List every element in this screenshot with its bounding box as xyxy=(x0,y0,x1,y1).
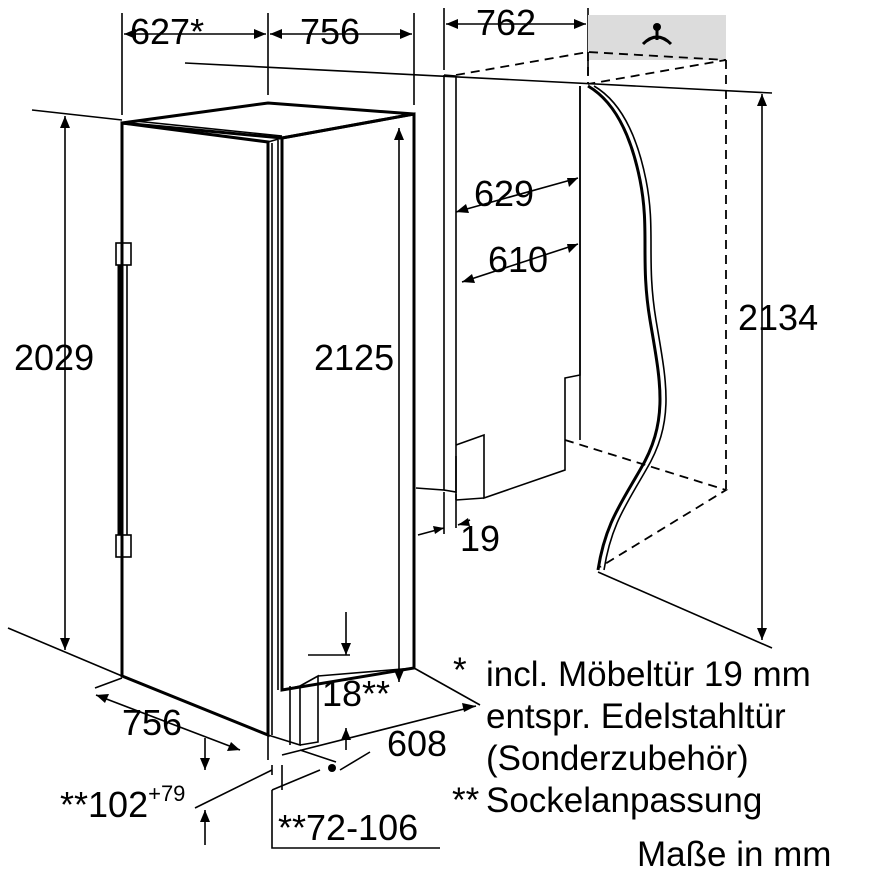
side-wall-arrow xyxy=(417,492,471,536)
plinth-height-arrows xyxy=(194,738,273,845)
fridge-top xyxy=(121,101,415,140)
cabinet-niche xyxy=(415,51,729,568)
power-cable xyxy=(587,84,662,571)
dim-plinth-height: **102+79 xyxy=(60,781,185,825)
bottom-width-arrows xyxy=(7,627,269,760)
vent-gap-arrows xyxy=(308,612,351,750)
legend-note1-line1: incl. Möbeltür 19 mm xyxy=(486,655,811,694)
dim-niche-depth: 762 xyxy=(476,2,536,43)
fridge-door xyxy=(120,121,270,738)
dim-bottom-depth: 608 xyxy=(387,723,447,764)
dim-niche-height: 2134 xyxy=(738,297,818,338)
dim-niche-width-inner: 610 xyxy=(488,239,548,280)
dim-total-height: 2125 xyxy=(314,337,394,378)
legend-note2-marker: ** xyxy=(452,781,480,820)
dim-plinth-range: **72-106 xyxy=(278,807,418,848)
fridge-side xyxy=(280,112,416,692)
niche-height-arrow xyxy=(597,94,773,649)
fridge-body xyxy=(120,101,416,747)
niche-width-arrows xyxy=(455,177,579,283)
dim-side-wall: 19 xyxy=(460,518,500,559)
legend-note1-line2: entspr. Edelstahltür xyxy=(486,697,786,736)
door-handle xyxy=(115,242,132,558)
legend-note1-marker: * xyxy=(453,651,467,690)
legend-note2-text: Sockelanpassung xyxy=(486,781,762,820)
dim-vent-gap: 18** xyxy=(322,673,390,714)
plinth-range-bracket xyxy=(271,765,440,849)
wall-mount-symbol-icon xyxy=(641,23,673,46)
dim-top-width: 756 xyxy=(300,11,360,52)
fridge-height-arrow xyxy=(31,109,123,650)
dim-fridge-height: 2029 xyxy=(14,337,94,378)
legend-note1-line3: (Sonderzubehör) xyxy=(486,739,749,778)
dim-top-depth-door: 627* xyxy=(130,11,204,52)
legend: * incl. Möbeltür 19 mm entspr. Edelstahl… xyxy=(452,651,831,874)
dim-niche-width-outer: 629 xyxy=(474,173,534,214)
bottom-depth-arrows xyxy=(281,667,481,772)
legend-units: Maße in mm xyxy=(637,835,831,874)
total-height-arrow xyxy=(394,128,404,682)
dim-bottom-width: 756 xyxy=(122,702,182,743)
